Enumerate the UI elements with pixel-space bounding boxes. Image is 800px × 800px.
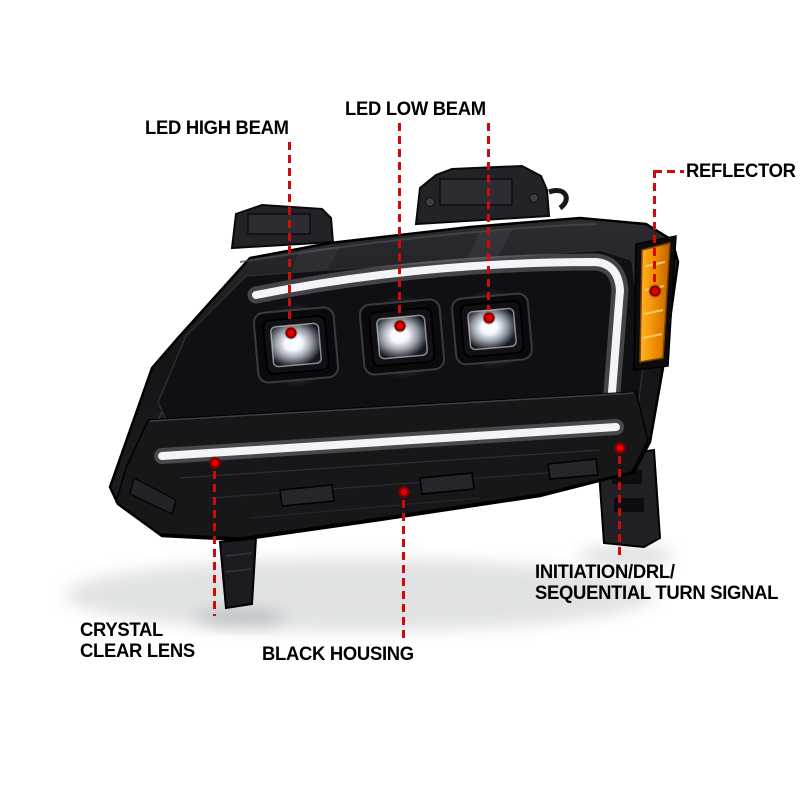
callout-label-led-high-beam: LED HIGH BEAM xyxy=(145,118,289,139)
callout-line-led-low-beam-2 xyxy=(487,123,490,310)
lower-lens xyxy=(115,391,649,539)
callout-dot-low-beam-projector-2 xyxy=(483,312,495,324)
callout-label-led-low-beam: LED LOW BEAM xyxy=(345,99,486,120)
callout-line-reflector-vertical xyxy=(653,170,656,283)
callout-label-initiation-drl: INITIATION/DRL/ SEQUENTIAL TURN SIGNAL xyxy=(535,562,778,604)
callout-label-line2: CLEAR LENS xyxy=(80,641,195,662)
callout-label-line2: SEQUENTIAL TURN SIGNAL xyxy=(535,583,779,604)
projector-low-beam-1 xyxy=(358,295,446,379)
callout-line-black-housing xyxy=(402,500,405,640)
callout-dot-black-housing xyxy=(398,486,410,498)
callout-label-black-housing: BLACK HOUSING xyxy=(262,644,414,665)
projector-high-beam xyxy=(252,303,340,387)
product-shadow xyxy=(65,547,674,631)
callout-label-line1: INITIATION/DRL/ xyxy=(535,562,675,583)
callout-label-reflector: REFLECTOR xyxy=(686,161,796,182)
callout-line-crystal-clear-lens xyxy=(213,471,216,616)
callout-line-reflector-horizontal xyxy=(654,170,684,173)
drl-light-bar-upper xyxy=(247,253,629,401)
mounting-brackets xyxy=(230,164,569,250)
callout-line-led-low-beam-1 xyxy=(398,123,401,318)
callout-label-line1: CRYSTAL xyxy=(80,620,163,641)
projector-low-beam-2 xyxy=(451,289,533,369)
callout-dot-high-beam-projector xyxy=(285,327,297,339)
callout-dot-reflector xyxy=(649,285,661,297)
callout-line-led-high-beam xyxy=(288,142,291,325)
callout-dot-clear-lens xyxy=(209,457,221,469)
callout-dot-low-beam-projector-1 xyxy=(394,320,406,332)
callout-label-crystal-clear-lens: CRYSTAL CLEAR LENS xyxy=(80,620,195,662)
callout-dot-turn-signal-bar xyxy=(614,442,626,454)
callout-line-initiation-drl xyxy=(618,456,621,558)
